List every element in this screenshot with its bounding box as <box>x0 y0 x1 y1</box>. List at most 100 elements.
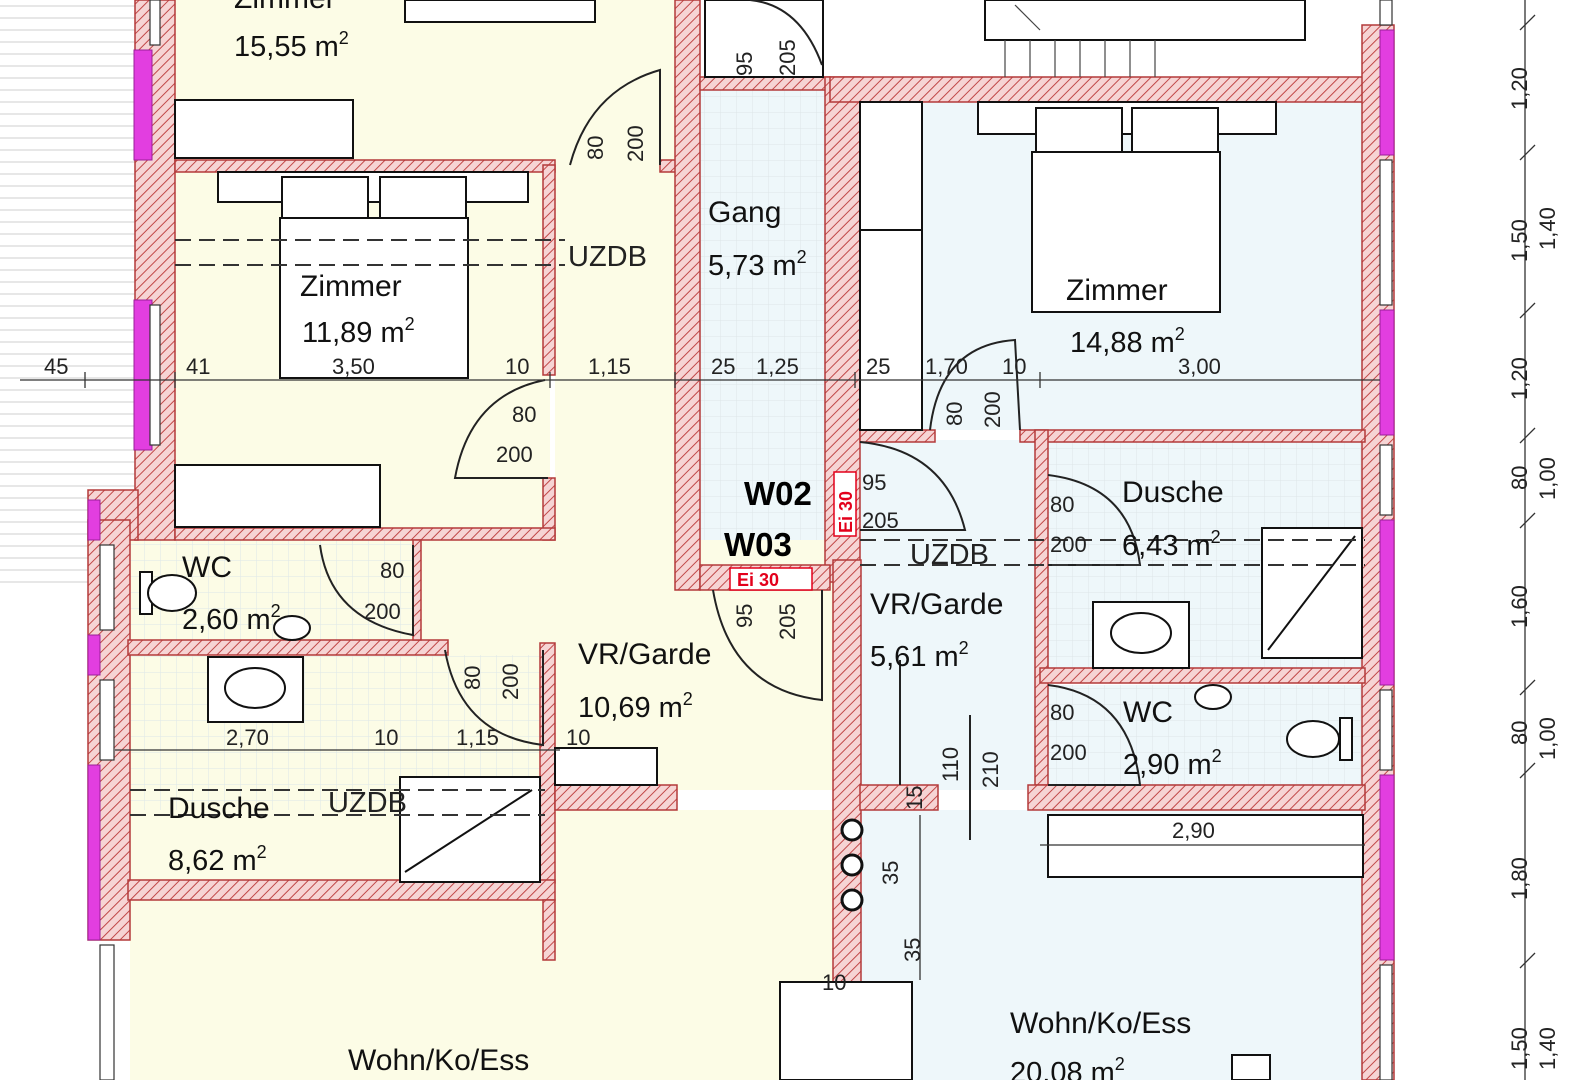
pillow <box>379 176 467 220</box>
dimension-label: 25 <box>711 354 735 379</box>
fire-rating-horizontal: Ei 30 <box>737 570 779 590</box>
wardrobe <box>859 229 923 431</box>
room-area-wc-right: 2,90 m2 <box>1123 746 1222 781</box>
door-height: 205 <box>862 508 899 533</box>
furniture <box>174 0 1364 1080</box>
dimension-label: 1,00 <box>1535 457 1560 500</box>
room-name-wohn-left: Wohn/Ko/Ess <box>348 1044 529 1077</box>
dimension-label: 2,90 <box>1172 818 1215 843</box>
wall <box>699 76 831 91</box>
room-name-vr-right: VR/Garde <box>870 588 1003 621</box>
wall <box>174 527 556 541</box>
fire-rating-vertical: Ei 30 <box>836 491 856 533</box>
windows <box>87 29 1395 961</box>
window <box>87 634 101 676</box>
bed-left-headboard <box>217 171 529 203</box>
window-frame <box>149 304 161 446</box>
shaft <box>840 853 864 877</box>
window-frame <box>1379 689 1393 771</box>
fridge <box>1231 1054 1271 1080</box>
dimension-label: 10 <box>1002 354 1026 379</box>
window <box>133 299 153 451</box>
fire-door-marker <box>729 567 813 591</box>
door-swing <box>929 338 1021 431</box>
dimension-label: 10 <box>566 725 590 750</box>
wall <box>1034 429 1049 786</box>
door-height: 205 <box>775 603 800 640</box>
door-height: 200 <box>623 125 648 162</box>
wall <box>174 159 556 173</box>
bed-right <box>1031 151 1221 313</box>
wardrobe <box>859 101 923 231</box>
room-name-dusche-left: Dusche <box>168 792 270 825</box>
wall <box>542 899 556 961</box>
room-name-zimmer-top: Zimmer <box>234 0 336 15</box>
room-name-dusche-right: Dusche <box>1122 476 1224 509</box>
door-swing <box>569 68 661 166</box>
door-height: 200 <box>364 599 401 624</box>
room-area-gang: 5,73 m2 <box>708 247 807 282</box>
room-name-vr-left: VR/Garde <box>578 638 711 671</box>
dimension-label: 2,70 <box>226 725 269 750</box>
window-frame <box>99 544 115 631</box>
wall <box>127 879 556 901</box>
sink-basin <box>1110 612 1172 654</box>
uzdb-label: UZDB <box>910 539 989 571</box>
dimension-label: 3,00 <box>1178 354 1221 379</box>
stairs <box>1004 4 1156 77</box>
wall <box>859 429 936 443</box>
window-frame <box>1379 444 1393 516</box>
door-swing <box>749 0 823 66</box>
window-frame <box>99 944 115 1080</box>
window-frame <box>99 679 115 761</box>
pillow <box>1035 107 1123 153</box>
pillow <box>281 176 369 220</box>
window <box>1379 309 1395 436</box>
uzdb-lines <box>130 239 1365 816</box>
shafts <box>840 818 864 912</box>
window <box>87 764 101 941</box>
unit-label-w02: W02 <box>744 475 812 512</box>
door-swing <box>859 441 967 531</box>
dimension-label: 1,40 <box>1535 207 1560 250</box>
wall <box>542 164 556 376</box>
room-area-zimmer-top: 15,55 m2 <box>234 28 349 63</box>
room-area-vr-right: 5,61 m2 <box>870 638 969 673</box>
door-width: 80 <box>380 558 404 583</box>
door-swing <box>1047 684 1142 786</box>
door-swing <box>444 649 544 747</box>
room-name-zimmer-right: Zimmer <box>1066 274 1168 307</box>
door-width: 80 <box>512 402 536 427</box>
wardrobe <box>174 99 354 159</box>
window-frames <box>99 0 1393 1080</box>
door-frame <box>704 0 824 78</box>
wc-sink <box>1194 684 1232 710</box>
door-swing <box>453 379 548 479</box>
room-name-wohn-right: Wohn/Ko/Ess <box>1010 1007 1191 1040</box>
wall <box>859 784 939 811</box>
room-area-dusche-left: 8,62 m2 <box>168 842 267 877</box>
dimension-label: 25 <box>866 354 890 379</box>
room-area-zimmer-left: 11,89 m2 <box>302 314 415 349</box>
door-swings <box>319 0 1142 840</box>
stairs-box <box>984 0 1306 41</box>
door-height: 200 <box>496 442 533 467</box>
door-height: 200 <box>1050 740 1087 765</box>
door-width: 95 <box>862 470 886 495</box>
bed-right-headboard <box>977 101 1277 135</box>
dimension-label: 80 <box>1507 721 1532 745</box>
window <box>1379 519 1395 686</box>
floor-left-hall <box>555 165 678 545</box>
bed-left <box>279 217 469 379</box>
toilets <box>139 571 1353 761</box>
dimension-label: 1,20 <box>1507 67 1532 110</box>
room-area-dusche-right: 6,43 m2 <box>1122 527 1221 562</box>
dimension-label: 10 <box>505 354 529 379</box>
fire-door-marker <box>833 471 857 537</box>
uzdb-label: UZDB <box>568 241 647 273</box>
window-frame <box>149 0 161 46</box>
window <box>133 49 153 161</box>
wall <box>1027 784 1366 811</box>
door-width: 80 <box>942 402 967 426</box>
